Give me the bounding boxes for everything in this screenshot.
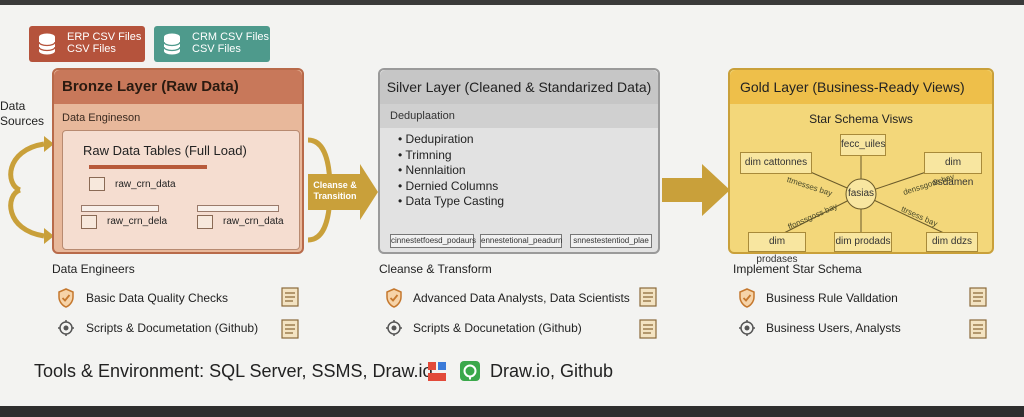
gold-footer-item: Business Rule Valldation (766, 291, 898, 305)
bullet-item: • Dedupiration (398, 132, 474, 146)
silver-bullets: • Dedupiration • Trimning • Nennlaition … (398, 132, 504, 210)
bronze-title: Bronze Layer (Raw Data) (54, 70, 302, 104)
tools-text-2: Draw.io, Github (490, 361, 614, 381)
scroll-icon (639, 287, 657, 307)
star-schema-title: Star Schema Visws (809, 112, 913, 126)
silver-tag: cinnestetfoesd_podaurs (390, 234, 476, 248)
table-icon (81, 215, 97, 229)
top-node: fecc_uiles (840, 134, 886, 156)
data-sources-label: Data Sources (0, 99, 45, 128)
bullet-item: • Dernied Columns (398, 178, 499, 193)
raw-table-1: raw_crn_data (115, 179, 176, 190)
silver-subheader: Deduplaation (390, 110, 455, 122)
erp-source-badge: ERP CSV Files CSV Files (29, 26, 145, 62)
silver-footer-item: Scripts & Docunetation (Github) (413, 321, 582, 335)
raw-tables-panel: Raw Data Tables (Full Load) raw_crn_data… (62, 130, 300, 250)
gold-footer-label: Implement Star Schema (733, 262, 862, 276)
transition-arrow (307, 137, 378, 243)
erp-line2: CSV Files (67, 43, 116, 55)
tools-text-1: SQL Server, SSMS, Draw.io (209, 361, 433, 381)
dim-node: dim prodases (748, 232, 806, 265)
raw-table-2: raw_crn_dela (107, 216, 168, 227)
silver-tag: ennestetional_peadurn (480, 234, 562, 248)
drawio-icon (428, 362, 446, 381)
database-icon (38, 33, 56, 55)
shield-check-icon (386, 288, 402, 308)
scroll-icon (639, 319, 657, 339)
scroll-icon (281, 287, 299, 307)
scroll-icon (969, 319, 987, 339)
transition-label: Cleanse & Transition (313, 180, 357, 201)
gear-doc-icon (739, 320, 755, 336)
gear-doc-icon (386, 320, 402, 336)
table-icon (89, 177, 105, 191)
dim-node: dim cattonnes (740, 152, 812, 174)
bronze-footer-item: Basic Data Quality Checks (86, 291, 229, 305)
raw-tables-title: Raw Data Tables (Full Load) (83, 143, 247, 158)
tools-line: Tools & Environment: SQL Server, SSMS, D… (34, 361, 433, 382)
bronze-layer: Bronze Layer (Raw Data) Data Engineson R… (52, 68, 304, 254)
silver-subheader-bar (380, 104, 658, 128)
tools-prefix: Tools & Environment: (34, 361, 205, 381)
crm-line1: CRM CSV Files (192, 31, 270, 43)
gold-title: Gold Layer (Business-Ready Views) (730, 70, 992, 104)
silver-layer: Silver Layer (Cleaned & Standarized Data… (378, 68, 660, 254)
raw-table-3: raw_crn_data (223, 216, 284, 227)
bullet-item: • Nennlaition (398, 163, 466, 177)
bullet-item: • Data Type Casting (398, 194, 505, 208)
top-frame (0, 0, 1024, 5)
gold-layer: Gold Layer (Business-Ready Views) Star S… (728, 68, 994, 265)
raw-tables-bar (89, 165, 207, 169)
bronze-footer-item: Scripts & Documetation (Github) (86, 321, 259, 335)
crm-line2: CSV Files (192, 43, 241, 55)
scroll-icon (281, 319, 299, 339)
silver-footer-label: Cleanse & Transform (379, 262, 492, 276)
source-arrows (8, 136, 54, 244)
github-icon (460, 361, 480, 381)
dim-node: dim prodads (834, 232, 892, 252)
bullet-item: • Trimning (398, 147, 452, 162)
bronze-footer-label: Data Engineers (52, 262, 135, 276)
dim-node: dim ssdamen (924, 152, 982, 188)
dim-node: dim ddzs (926, 232, 978, 252)
raw-table-bar-2 (81, 205, 159, 212)
bottom-frame (0, 406, 1024, 417)
gold-footer-item: Business Users, Analysts (766, 321, 901, 335)
silver-tag: snnestestentiod_plae (570, 234, 652, 248)
scroll-icon (969, 287, 987, 307)
shield-check-icon (739, 288, 755, 308)
silver-to-gold-arrow (662, 164, 730, 216)
database-icon (163, 33, 181, 55)
silver-title: Silver Layer (Cleaned & Standarized Data… (380, 70, 658, 104)
table-icon (197, 215, 213, 229)
raw-table-bar-3 (197, 205, 279, 212)
bronze-subheader: Data Engineson (62, 112, 141, 124)
silver-footer-item: Advanced Data Analysts, Data Scientists (413, 291, 630, 305)
erp-line1: ERP CSV Files (67, 31, 142, 43)
crm-source-badge: CRM CSV Files CSV Files (154, 26, 270, 62)
shield-check-icon (58, 288, 74, 308)
fact-node: fasias (847, 188, 875, 199)
gear-doc-icon (58, 320, 74, 336)
